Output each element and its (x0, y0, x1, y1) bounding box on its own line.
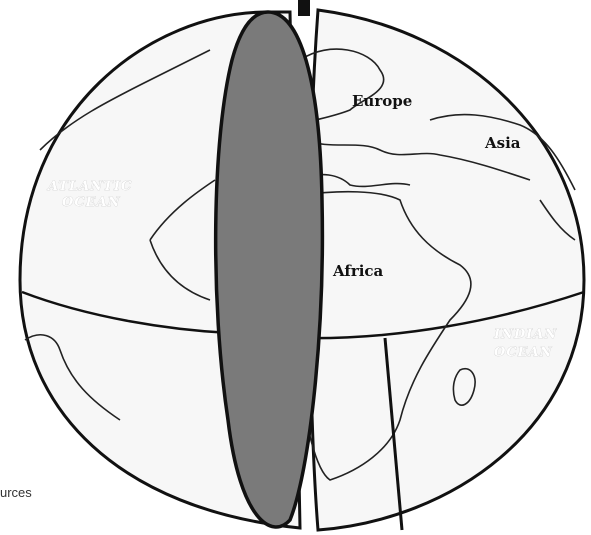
africa-west-coastline (149, 179, 216, 301)
label-atlantic-line2: OCEAN (62, 195, 121, 210)
label-atlantic-line1: ATLANTIC (46, 179, 132, 194)
africa-coastline (299, 190, 472, 481)
pointer-line (383, 337, 404, 531)
caption-fragment: urces (0, 485, 32, 500)
label-europe: Europe (352, 92, 412, 110)
americas-coastline (24, 49, 211, 421)
label-asia: Asia (484, 134, 521, 152)
equator-line-right (299, 290, 585, 340)
cropped-title-fragment (298, 0, 310, 16)
cut-face (213, 10, 325, 529)
label-africa: Africa (332, 262, 384, 280)
equator-line-left (21, 290, 231, 335)
madagascar-coastline (452, 368, 476, 406)
asia-coastline (429, 113, 576, 241)
label-indian-line2: OCEAN (494, 345, 553, 360)
label-indian-line1: INDIAN (493, 327, 557, 342)
